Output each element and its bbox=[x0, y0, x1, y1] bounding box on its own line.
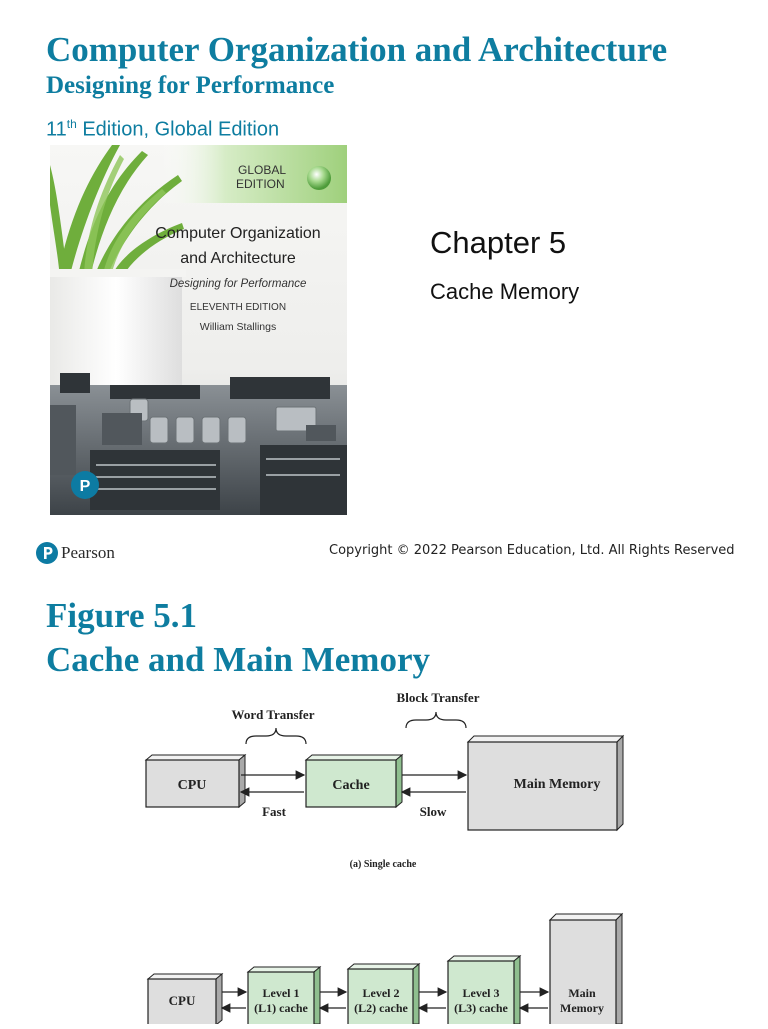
cover-badge-line2: EDITION bbox=[236, 177, 285, 191]
l3-label-line1: Level 3 bbox=[463, 986, 500, 1000]
cover-title-line2: and Architecture bbox=[180, 250, 296, 267]
pearson-wordmark: Pearson bbox=[61, 543, 115, 562]
pearson-logo: Pearson bbox=[36, 540, 115, 566]
edition-suffix: th bbox=[66, 117, 77, 131]
main-memory-box: Main Memory bbox=[466, 734, 625, 832]
cover-edition: ELEVENTH EDITION bbox=[190, 302, 286, 313]
slide-title: Computer Organization and Architecture bbox=[46, 30, 668, 69]
cache-memory-diagram: Word Transfer Block Transfer CPU Cache M… bbox=[0, 680, 768, 1029]
cover-title-line1: Computer Organization bbox=[155, 225, 320, 242]
chapter-label: Chapter 5 bbox=[430, 225, 567, 260]
l1-label-line1: Level 1 bbox=[263, 986, 300, 1000]
cpu-box-b: CPU bbox=[146, 972, 224, 1027]
cpu-label-b: CPU bbox=[169, 993, 196, 1008]
main-memory-label: Main Memory bbox=[514, 777, 601, 792]
edition-number: 11 bbox=[46, 118, 67, 141]
copyright-notice: Copyright © 2022 Pearson Education, Ltd.… bbox=[329, 543, 735, 558]
cache-label: Cache bbox=[332, 778, 369, 793]
figure-title: Figure 5.1 bbox=[46, 596, 198, 635]
l2-label-line2: (L2) cache bbox=[354, 1001, 408, 1015]
cover-author: William Stallings bbox=[200, 321, 276, 333]
word-transfer-brace bbox=[245, 727, 307, 745]
globe-icon bbox=[307, 166, 331, 190]
cover-badge-line1: GLOBAL bbox=[238, 163, 286, 177]
l2-cache-box: Level 2 (L2) cache bbox=[346, 962, 421, 1029]
slide-subtitle: Designing for Performance bbox=[46, 72, 335, 99]
cover-subtitle: Designing for Performance bbox=[170, 278, 307, 290]
l1-label-line2: (L1) cache bbox=[254, 1001, 308, 1015]
block-transfer-label: Block Transfer bbox=[397, 690, 480, 705]
figure-subtitle: Cache and Main Memory bbox=[46, 640, 430, 679]
book-cover-image: GLOBAL EDITION Computer Organization and… bbox=[50, 145, 347, 515]
edition-line: 11th Edition, Global Edition bbox=[46, 117, 279, 142]
cpu-box: CPU bbox=[144, 753, 247, 809]
l3-label-line2: (L3) cache bbox=[454, 1001, 508, 1015]
single-cache-caption: (a) Single cache bbox=[350, 859, 417, 870]
pearson-logo-icon bbox=[36, 542, 58, 564]
block-transfer-brace bbox=[405, 711, 467, 729]
cpu-label: CPU bbox=[178, 778, 207, 793]
edition-text: Edition, Global Edition bbox=[76, 118, 280, 141]
mem-label-line2: Memory bbox=[560, 1001, 604, 1015]
l3-cache-box: Level 3 (L3) cache bbox=[446, 954, 522, 1029]
cover-publisher-letter: P bbox=[80, 478, 91, 495]
l2-label-line1: Level 2 bbox=[363, 986, 400, 1000]
pearson-cover-logo-icon bbox=[71, 471, 99, 499]
main-memory-box-b: Main Memory bbox=[548, 912, 624, 1029]
cache-box: Cache bbox=[304, 753, 404, 809]
fast-label: Fast bbox=[262, 804, 287, 819]
slow-label: Slow bbox=[420, 804, 447, 819]
l1-cache-box: Level 1 (L1) cache bbox=[246, 965, 322, 1029]
mem-label-line1: Main bbox=[568, 986, 596, 1000]
chapter-subtitle: Cache Memory bbox=[430, 279, 580, 304]
word-transfer-label: Word Transfer bbox=[232, 707, 315, 722]
